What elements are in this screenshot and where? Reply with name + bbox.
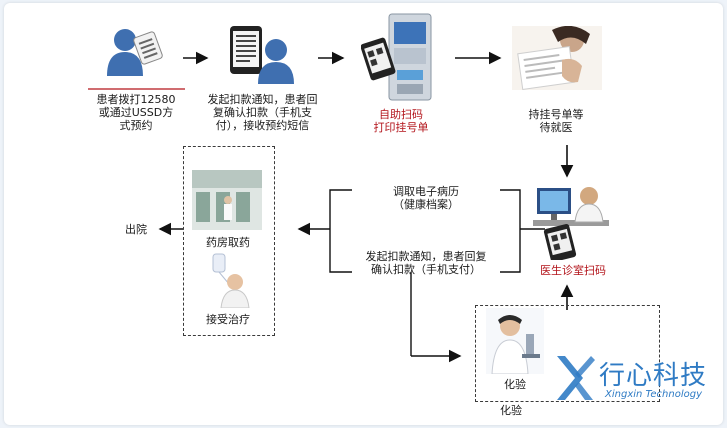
doctor-office-illustration [527, 178, 615, 263]
doctor-desk-icon [533, 187, 609, 263]
pharmacy-caption: 药房取药 [206, 236, 250, 249]
treatment-photo [205, 252, 255, 308]
self-service-kiosk-illustration [360, 12, 439, 102]
person-icon [107, 29, 163, 76]
lab-technician-image [486, 308, 544, 374]
records-caption: 调取电子病历 （健康档案） [393, 185, 459, 211]
registration-slip-photo [512, 26, 602, 90]
company-logo-name: 行心科技 [599, 361, 708, 391]
mobile-phone-icon [230, 26, 294, 84]
lab-photo [486, 308, 544, 374]
kiosk-icon [360, 13, 432, 101]
step-self-scan-caption: 自助扫码 打印挂号单 [373, 108, 429, 134]
discharge-label: 出院 [125, 223, 147, 236]
step-booking-caption: 患者拨打12580 或通过USSD方 式预约 [96, 93, 176, 132]
step-payment-caption: 发起扣款通知，患者回 复确认扣款（手机支 付），接收预约短信 [207, 93, 318, 132]
ticket-image [512, 26, 602, 90]
company-logo-mark [557, 356, 595, 400]
payment-confirm-caption-2: 发起扣款通知，患者回复 确认扣款（手机支付） [365, 250, 487, 276]
treatment-caption: 接受治疗 [206, 313, 250, 326]
iv-drip-image [205, 252, 255, 308]
lab-inner-caption: 化验 [504, 378, 526, 391]
step-doctor-scan-caption: 医生诊室扫码 [540, 264, 606, 277]
pharmacy-photo [192, 170, 262, 230]
company-logo-subtitle: Xingxin Technology [605, 389, 703, 400]
pharmacy-image [192, 170, 262, 230]
payment-phone-illustration [228, 24, 298, 84]
pharmacy-treatment-box [183, 146, 275, 336]
lab-box [475, 305, 660, 402]
step-wait-caption: 持挂号单等 待就医 [528, 108, 584, 134]
lab-outer-caption: 化验 [500, 404, 522, 417]
patient-phone-illustration [103, 26, 167, 78]
